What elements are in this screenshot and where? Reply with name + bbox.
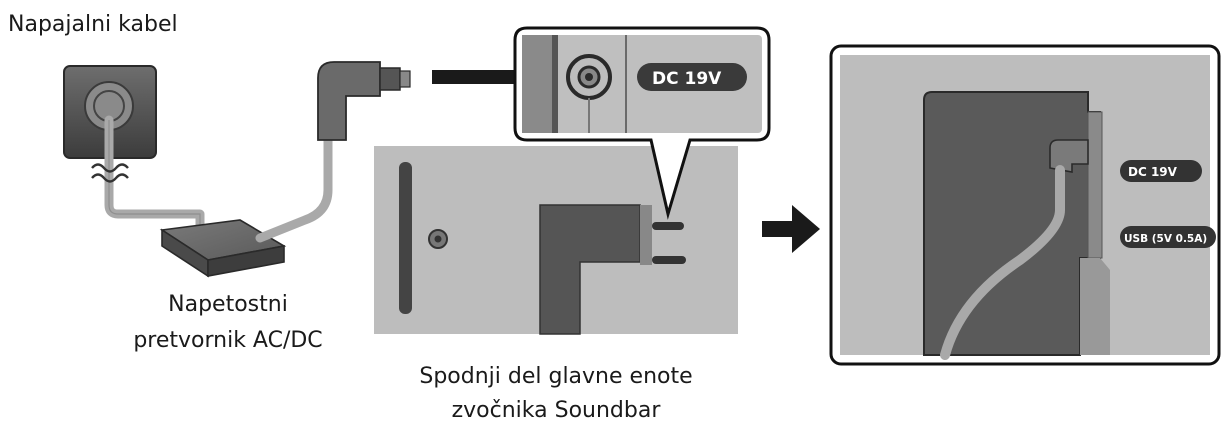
dc-plug-icon xyxy=(317,61,411,141)
dc-cable xyxy=(255,125,333,243)
diagram-title: Napajalni kabel xyxy=(8,12,178,37)
power-adapter-icon xyxy=(159,219,287,278)
soundbar-label-line1: Spodnji del glavne enote xyxy=(419,364,693,389)
soundbar-label-line2: zvočnika Soundbar xyxy=(451,398,661,423)
dc-port-label: DC 19V xyxy=(1128,165,1178,179)
dc-port-label-zoom: DC 19V xyxy=(652,69,722,89)
wall-outlet-icon xyxy=(63,65,157,159)
adapter-label-line2: pretvornik AC/DC xyxy=(133,328,323,353)
arrow-right-icon xyxy=(762,205,820,253)
soundbar-bottom-panel xyxy=(374,146,738,335)
ac-wave-icon xyxy=(91,163,129,183)
adapter-label-line1: Napetostni xyxy=(168,292,288,317)
usb-port-label: USB (5V 0.5A) xyxy=(1124,233,1207,245)
connected-port-panel xyxy=(829,44,1221,366)
dc-jack-zoom-callout xyxy=(513,26,771,220)
